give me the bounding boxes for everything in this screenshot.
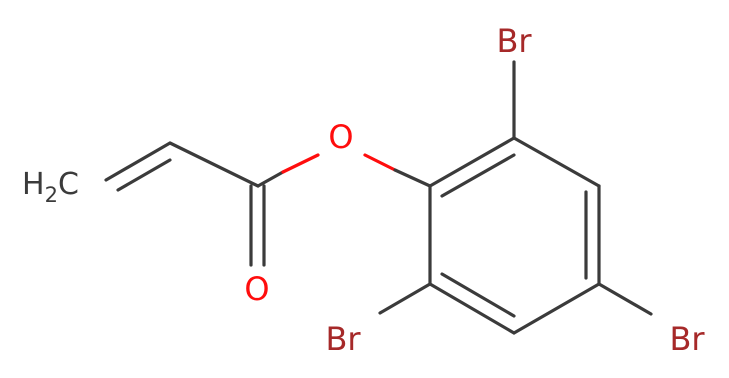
ring-bond-4 [512, 282, 601, 335]
ring-to-br-bottom-right [597, 282, 653, 316]
vinyl-double-bond-inner [116, 158, 172, 192]
ring-bond-5-inner [440, 272, 516, 318]
vinyl-double-bond-outer [104, 141, 172, 182]
oxygen-to-ring-bond [393, 168, 432, 188]
carbonyl-to-oxygen-bond [256, 170, 285, 188]
bromine-bottom-right-label: Br [669, 320, 705, 358]
bond-lines [104, 60, 653, 335]
vinyl-to-carbonyl-bond [168, 141, 260, 188]
ether-oxygen-label: O [328, 118, 353, 156]
ring-bond-2 [512, 136, 601, 188]
oxygen-to-ring-bond-o [363, 153, 397, 172]
ring-bond-1-inner [440, 153, 516, 198]
ring-to-br-bottom-left [378, 282, 432, 315]
methylene-label: H2C [22, 167, 79, 207]
ring-bond-5 [428, 282, 516, 335]
ring-bond-1 [428, 136, 516, 188]
carbonyl-to-oxygen-bond-o [281, 153, 320, 174]
bromine-bottom-left-label: Br [325, 320, 361, 358]
carbonyl-oxygen-label: O [244, 270, 269, 308]
bromine-top-label: Br [496, 22, 532, 60]
